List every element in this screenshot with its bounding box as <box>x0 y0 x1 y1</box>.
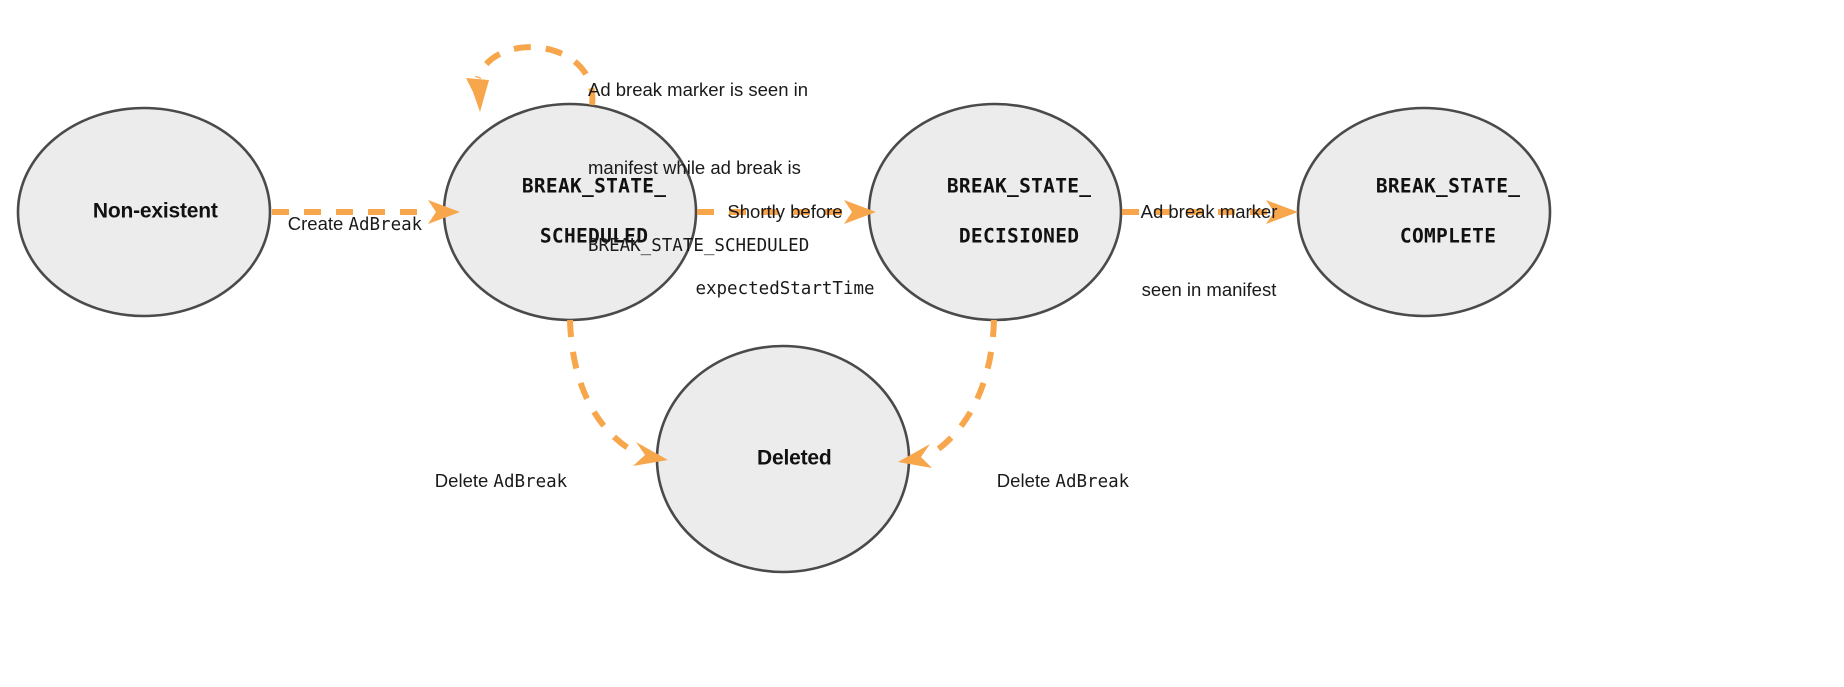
edge-decisioned-to-complete <box>1122 200 1298 224</box>
edge-create-adbreak <box>272 200 460 224</box>
node-break-state-decisioned[interactable] <box>867 102 1123 322</box>
edge-scheduled-to-decisioned <box>697 200 876 224</box>
edge-scheduled-to-deleted <box>567 319 668 466</box>
edge-scheduled-self-loop <box>466 44 596 112</box>
edge-decisioned-to-deleted <box>898 319 997 468</box>
node-deleted[interactable] <box>655 344 911 574</box>
node-break-state-scheduled[interactable] <box>442 102 698 322</box>
node-non-existent[interactable] <box>16 106 272 318</box>
node-break-state-complete[interactable] <box>1296 106 1552 318</box>
